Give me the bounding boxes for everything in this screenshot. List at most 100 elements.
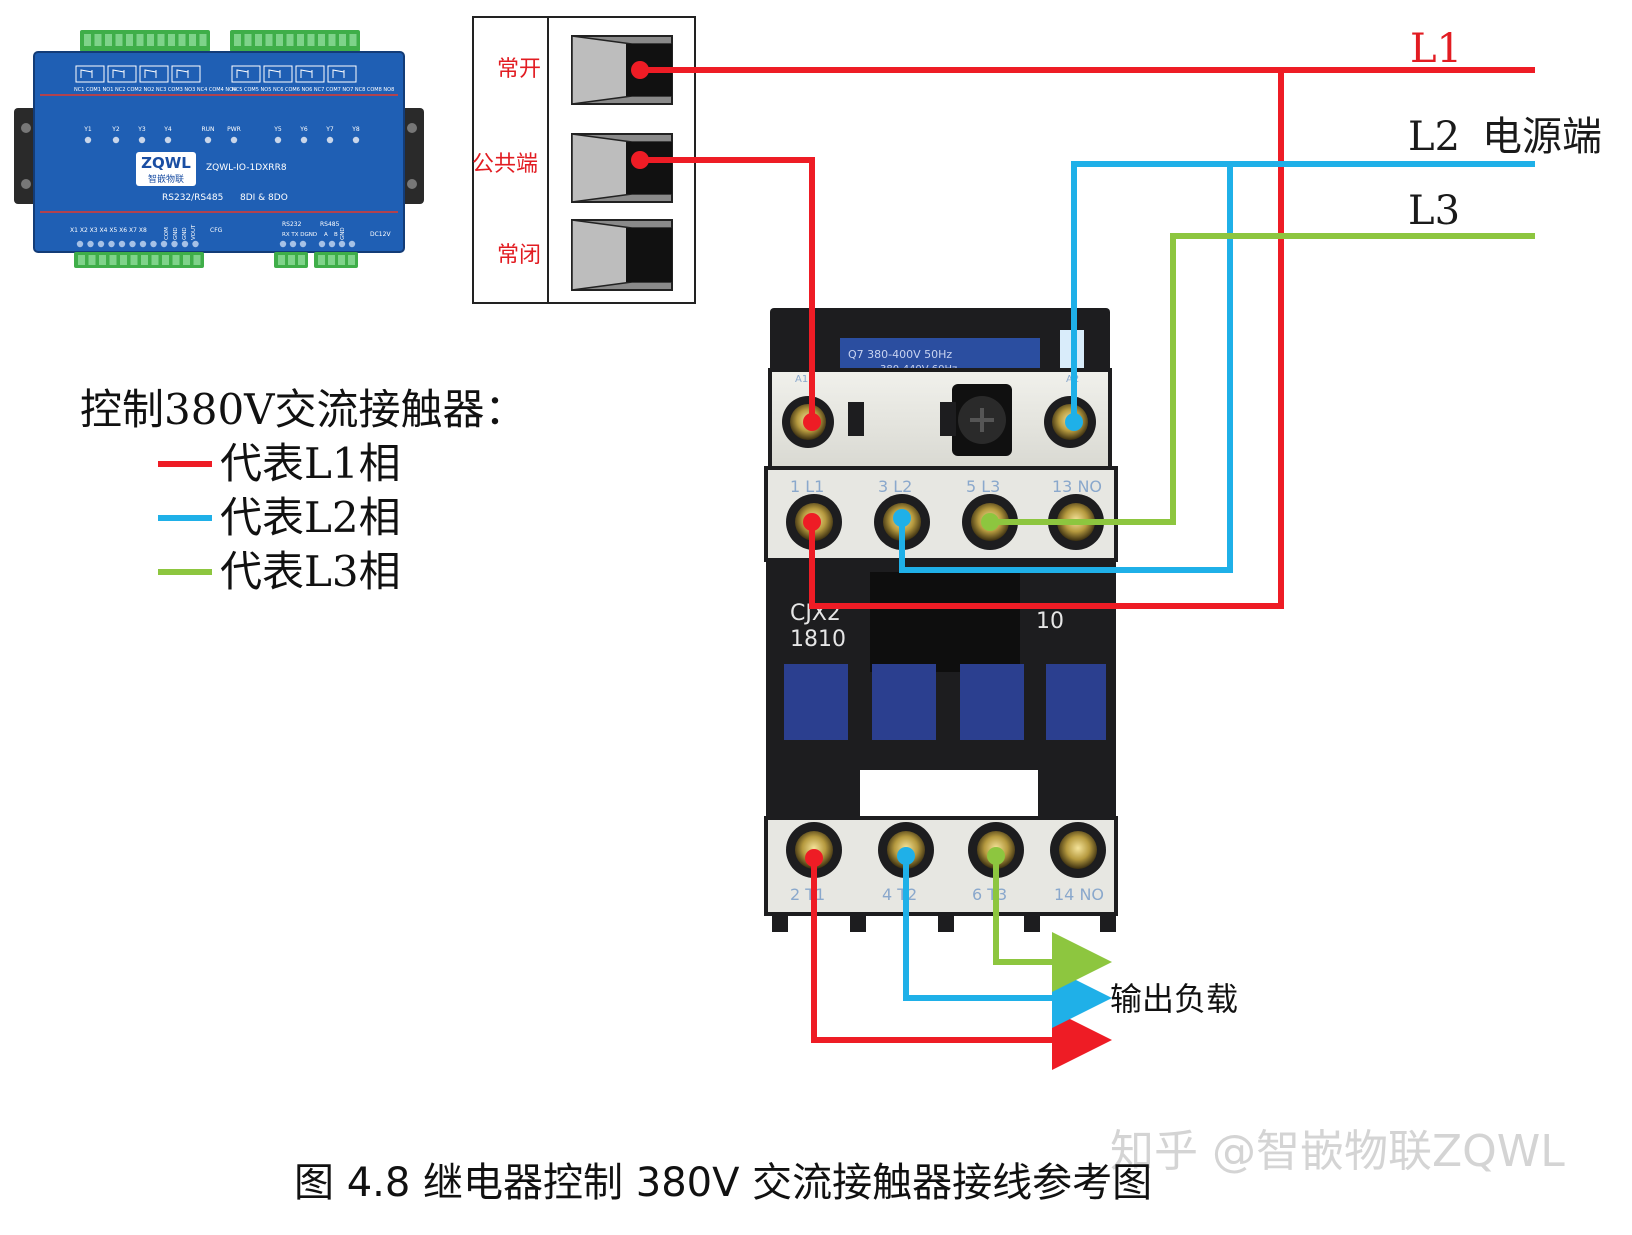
mounting-ear-left	[14, 108, 38, 204]
relay-com-label: 公共端	[472, 152, 538, 177]
module-top-labels-right: NC5 COM5 NO5 NC6 COM6 NO6 NC7 COM7 NO7 N…	[232, 87, 394, 93]
terminal-pin	[120, 255, 127, 265]
relay-contact-icon	[176, 69, 189, 78]
terminal-pin	[147, 34, 154, 46]
status-led	[230, 136, 238, 144]
relay-contact-icon	[144, 69, 157, 78]
module-col-label: GND	[173, 227, 179, 240]
wire-t2-output	[903, 856, 1112, 1028]
relay-contacts: 常开 公共端 常闭	[472, 16, 696, 304]
zqwl-logo	[136, 152, 196, 186]
coil-a1-label: A1	[795, 374, 808, 385]
relay-symbol-icon	[75, 65, 105, 83]
terminal-pin	[141, 255, 148, 265]
terminal-pin	[288, 255, 295, 265]
terminal-pin	[318, 34, 325, 46]
status-led	[112, 136, 120, 144]
wire-l1-to-contactor	[809, 70, 1284, 609]
coil-window-2	[872, 664, 936, 740]
terminal-pin	[276, 34, 283, 46]
t1-terminal-dot	[805, 849, 823, 867]
terminal-pin	[307, 34, 315, 46]
terminal-pin	[193, 255, 201, 265]
contactor-model-2: 1810	[790, 627, 846, 652]
terminal-pin	[94, 34, 102, 46]
relay-contact-icon	[112, 69, 125, 78]
wires	[631, 61, 1535, 1070]
io-module: NC1 COM1 NO1 NC2 COM2 NO2 NC3 COM3 NO3 N…	[14, 30, 424, 268]
module-rs485-pin: B	[334, 232, 338, 238]
module-screw	[192, 240, 199, 248]
terminal-pin	[298, 255, 305, 265]
contactor-foot	[772, 912, 788, 932]
terminal-pin	[105, 34, 112, 46]
module-rs232-pins: RX TX DGND	[282, 232, 317, 238]
terminal-pin	[189, 34, 196, 46]
t2-terminal-dot	[897, 847, 915, 865]
module-screw	[76, 240, 84, 248]
wire-relay-com-to-a1	[640, 157, 815, 422]
relay-symbol-icon	[171, 65, 201, 83]
terminal-pin	[255, 34, 262, 46]
module-screw	[129, 240, 136, 248]
terminal-pin	[328, 34, 336, 46]
module-top-labels-left: NC1 COM1 NO1 NC2 COM2 NO2 NC3 COM3 NO3 N…	[74, 87, 236, 93]
terminal-block-bottom-1	[74, 252, 204, 268]
terminal-pin	[199, 34, 207, 46]
wire-t1-output	[811, 858, 1112, 1070]
status-led	[138, 136, 146, 144]
module-screw	[118, 240, 126, 248]
legend-item-l1: 代表L1相	[220, 439, 401, 488]
relay-contact-icon	[300, 69, 313, 78]
led-label: Y3	[137, 126, 146, 133]
coil-window-1	[784, 664, 848, 740]
l2-terminal-dot	[893, 509, 911, 527]
relay-symbol-icon	[327, 65, 357, 83]
l1-terminal-dot	[803, 513, 821, 531]
terminal-pin	[328, 255, 335, 265]
relay-contact-icon	[332, 69, 345, 78]
terminal-pin	[172, 255, 180, 265]
led-label: Y5	[273, 126, 282, 133]
terminal-pin	[338, 255, 345, 265]
status-led	[274, 136, 282, 144]
l3-terminal-dot	[981, 513, 999, 531]
l3-label: L3	[1408, 188, 1460, 234]
terminal-pin	[126, 34, 133, 46]
terminal-pin	[244, 34, 252, 46]
module-col-label: COM	[164, 227, 170, 240]
terminal-pin	[286, 34, 294, 46]
module-interface: RS232/RS485	[162, 193, 223, 203]
terminal-pin	[318, 255, 325, 265]
terminal-pin	[234, 34, 241, 46]
module-screw	[160, 240, 168, 248]
contactor-foot	[938, 912, 954, 932]
contactor-foot	[850, 912, 866, 932]
relay-contact-icon	[268, 69, 281, 78]
terminal-pin	[157, 34, 165, 46]
module-body	[34, 52, 404, 252]
terminal-pin	[88, 255, 96, 265]
relay-contact-icon	[80, 69, 93, 78]
legend-title: 控制380V交流接触器：	[80, 385, 527, 434]
status-led	[300, 136, 308, 144]
relay-symbol-icon	[139, 65, 169, 83]
legend-item-l2: 代表L2相	[220, 493, 401, 542]
module-screw	[348, 240, 356, 248]
relay-terminal-no	[571, 35, 673, 105]
module-screw	[328, 240, 336, 248]
wire-l2-supply	[1071, 161, 1535, 422]
contactor: Q7 380-400V 50Hz 380-440V 60Hz A1 A2 1 L…	[764, 308, 1118, 932]
contactor-label-card	[860, 770, 1038, 822]
legend-item-l3: 代表L3相	[220, 547, 401, 596]
module-screw	[181, 240, 189, 248]
terminal-block-top-right	[230, 30, 360, 52]
terminal-pin	[162, 255, 169, 265]
module-screw	[279, 240, 287, 248]
led-label: Y4	[163, 126, 172, 133]
module-bottom-labels: X1 X2 X3 X4 X5 X6 X7 X8	[70, 227, 147, 234]
module-dc-label: DC12V	[370, 231, 391, 238]
zqwl-logo-text: ZQWL	[141, 154, 191, 172]
terminal-pin	[348, 255, 355, 265]
module-rs485-label: RS485	[320, 221, 340, 228]
